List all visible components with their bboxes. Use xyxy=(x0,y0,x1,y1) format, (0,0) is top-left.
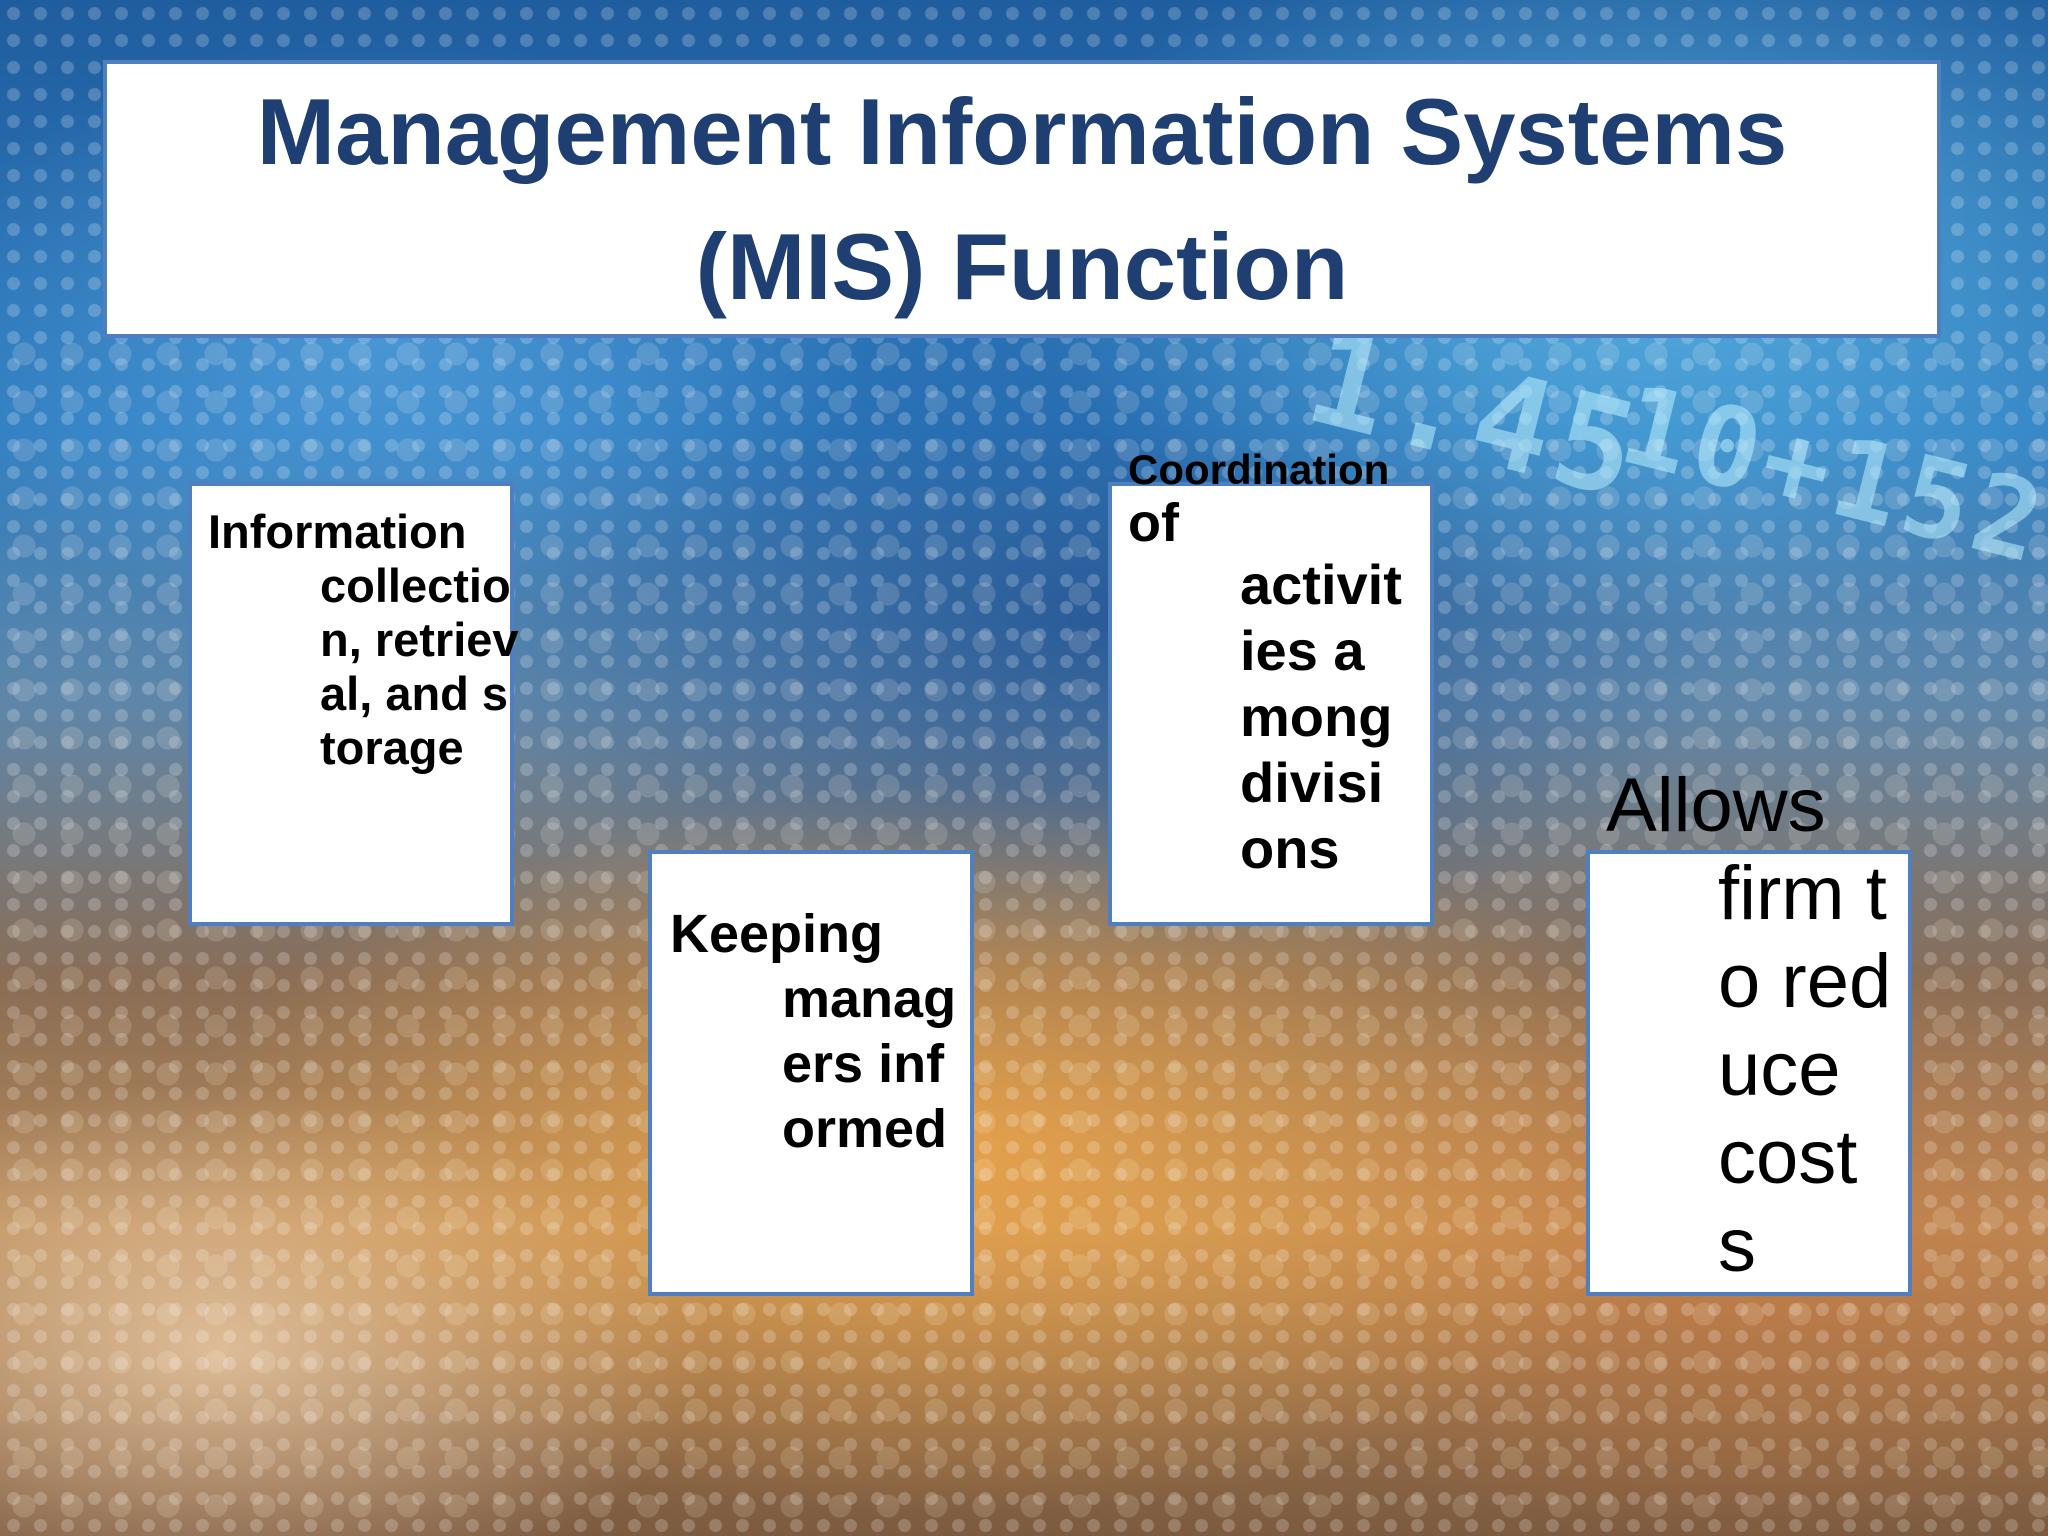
function-card-text: Allows firm to reduce costs xyxy=(1606,762,1893,1290)
function-card-managers xyxy=(648,850,974,1296)
card-text-first-line: Coordination xyxy=(1128,446,1390,493)
slide-title-line-1: Management Information Systems xyxy=(256,79,1788,184)
card-text-rest: activities among divisions xyxy=(1240,553,1402,880)
function-card-costs xyxy=(1586,850,1912,1296)
slide-title-line-2: (MIS) Function xyxy=(695,214,1349,319)
card-text-first-line: Information xyxy=(208,505,467,558)
function-card-text: Keeping managers informed xyxy=(670,902,962,1162)
card-text-first-line: Allows xyxy=(1606,763,1826,848)
card-text-rest: firm to reduce costs xyxy=(1718,851,1892,1288)
function-card-text: Coordination of activities among divisio… xyxy=(1128,446,1410,882)
title-box: Management Information Systems (MIS) Fun… xyxy=(103,60,1941,338)
slide-title: Management Information Systems (MIS) Fun… xyxy=(257,64,1787,334)
function-card-information xyxy=(188,482,514,926)
card-text-rest: collection, retrieval, and storage xyxy=(320,559,519,774)
card-text-rest: managers informed xyxy=(782,969,957,1159)
function-card-coordination xyxy=(1108,482,1434,926)
card-text-second-line: of xyxy=(1128,493,1179,553)
function-card-text: Information collection, retrieval, and s… xyxy=(208,505,520,775)
card-text-first-line: Keeping xyxy=(670,904,884,964)
